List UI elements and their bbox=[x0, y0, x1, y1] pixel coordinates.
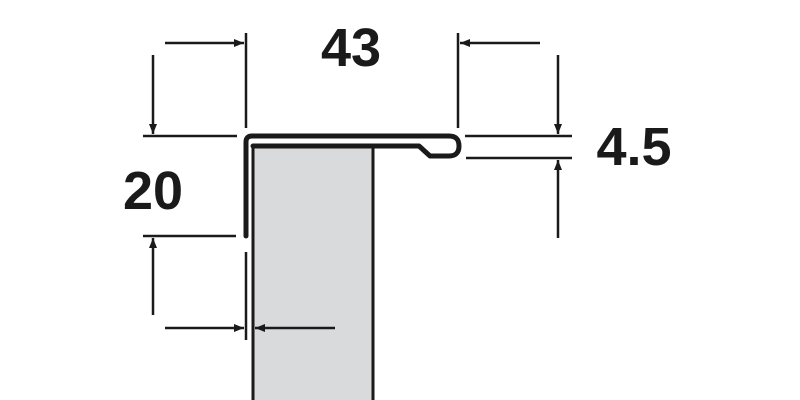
edge-profile bbox=[243, 133, 462, 239]
dimension-label-width: 43 bbox=[321, 18, 381, 78]
dimension-lip-height: 4.5 bbox=[465, 55, 672, 238]
dimension-label-height: 20 bbox=[123, 161, 183, 221]
dimension-label-lip-height: 4.5 bbox=[596, 117, 671, 177]
dimension-wall-thickness bbox=[165, 252, 335, 340]
dimension-width: 43 bbox=[165, 18, 540, 128]
panel bbox=[251, 146, 375, 400]
dimension-height: 20 bbox=[123, 55, 237, 315]
